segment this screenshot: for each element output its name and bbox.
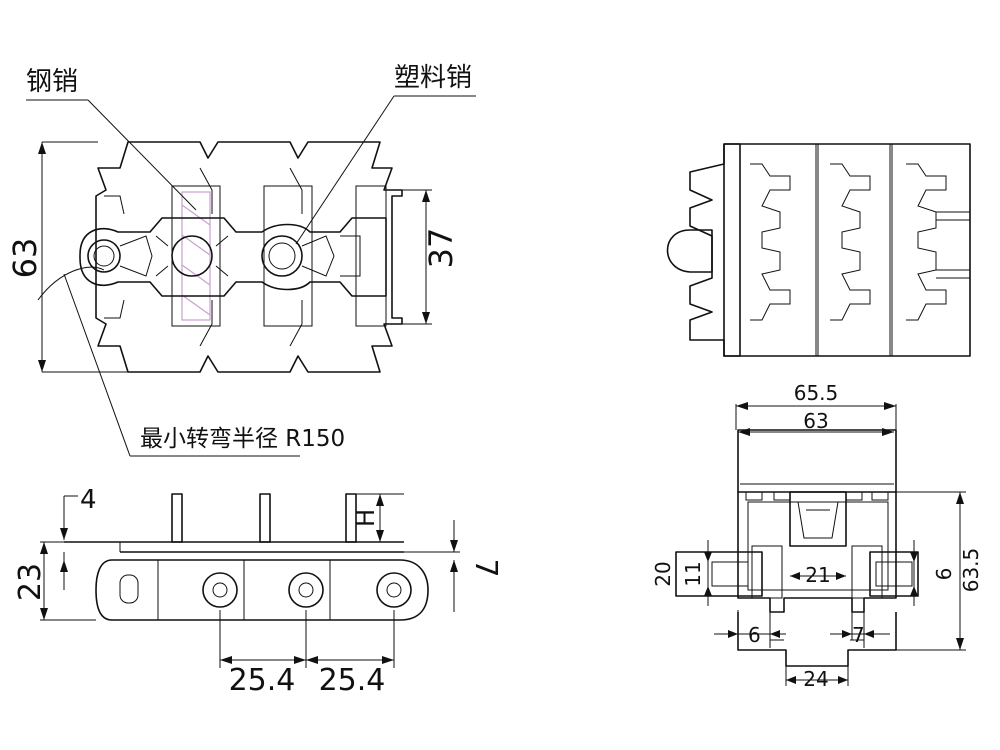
dim-side-height: 23	[13, 563, 48, 601]
underside-view	[666, 143, 971, 357]
dim-side-step: 7	[468, 558, 503, 577]
dim-lip-6: 6	[748, 623, 761, 647]
steel-pin-hatch	[181, 191, 211, 321]
dim-pitch-height: 37	[422, 228, 460, 269]
dim-pitch-1: 25.4	[229, 663, 296, 698]
dim-pitch-2: 25.4	[319, 663, 386, 698]
label-steel-pin: 钢销	[26, 67, 78, 97]
dim-slot-21: 21	[805, 563, 830, 587]
dim-lip-7: 7	[852, 623, 865, 647]
dim-h-label: H	[352, 509, 380, 527]
dim-overall-height: 63	[6, 238, 44, 279]
cross-section-view: 65.5 63 63.5 20 11 21 9 6	[651, 381, 983, 691]
plan-view: 63 37 钢销 塑料销 最小转弯半径 R150	[6, 63, 476, 457]
dim-guide-9: 9	[931, 568, 955, 581]
label-min-radius: 最小转弯半径 R150	[140, 426, 345, 452]
label-plastic-pin: 塑料销	[394, 63, 472, 93]
dim-top-gap: 4	[80, 485, 97, 515]
dim-guide-11: 11	[681, 561, 705, 586]
dim-total-depth: 63.5	[959, 548, 983, 593]
dim-width-outer: 65.5	[794, 381, 839, 405]
dim-base-24: 24	[803, 667, 828, 691]
side-view: 4 H 23 7 25.4 25.4	[13, 485, 503, 698]
dim-width-inner: 63	[803, 409, 828, 433]
dim-guide-20: 20	[651, 561, 675, 586]
